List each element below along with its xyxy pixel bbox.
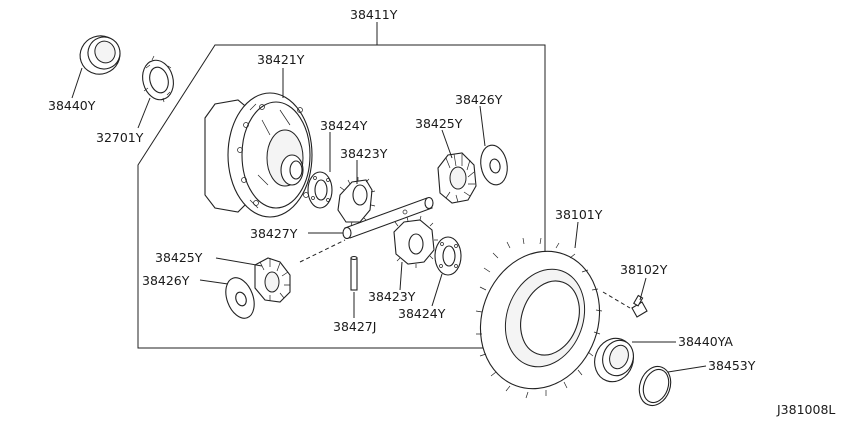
label-38425Y-top: 38425Y [415, 116, 463, 131]
leader-38102Y [639, 277, 647, 301]
leader-38101Y [574, 221, 579, 249]
leader-38425Y-top [441, 129, 453, 159]
label-38411Y: 38411Y [350, 7, 398, 22]
oil-seal-38440YA [594, 337, 634, 383]
centerline-bolt [602, 291, 631, 309]
leader-38424Y-bottom [431, 273, 443, 307]
label-38453Y: 38453Y [708, 358, 756, 373]
thrust-washer-38426Y-left [225, 277, 255, 319]
shim-38453Y [638, 365, 672, 407]
label-38423Y-top: 38423Y [340, 146, 388, 161]
centerline-left [299, 239, 346, 263]
leader-32701Y [137, 97, 151, 129]
label-38425Y-left: 38425Y [155, 250, 203, 265]
lock-pin-38427J [350, 255, 358, 291]
pinion-shaft-38427Y [342, 196, 434, 240]
label-38440YA: 38440YA [678, 334, 733, 349]
pinion-gear-38425Y-top [437, 152, 477, 204]
assembly-outline [137, 44, 546, 349]
label-38421Y: 38421Y [257, 52, 305, 67]
label-38101Y: 38101Y [555, 207, 603, 222]
thrust-washer-38424Y-top [307, 171, 333, 209]
label-38424Y-top: 38424Y [320, 118, 368, 133]
label-32701Y: 32701Y [96, 130, 144, 145]
label-38426Y-top: 38426Y [455, 92, 503, 107]
ring-gear-38101Y [475, 237, 603, 399]
label-38102Y: 38102Y [620, 262, 668, 277]
leader-38453Y [667, 365, 707, 373]
label-38440Y: 38440Y [48, 98, 96, 113]
thrust-washer-38426Y-top [480, 144, 508, 186]
leader-38426Y-left [199, 279, 229, 285]
label-38427Y: 38427Y [250, 226, 298, 241]
oil-seal-38440Y [79, 35, 121, 75]
leader-38425Y-left [215, 257, 263, 267]
label-38427J: 38427J [333, 319, 376, 334]
figure-code: J381008L [776, 402, 835, 417]
label-38423Y-bottom: 38423Y [368, 289, 416, 304]
bolt-38102Y [631, 294, 648, 318]
pinion-gear-38425Y-left [254, 257, 291, 303]
label-38424Y-bottom: 38424Y [398, 306, 446, 321]
leader-38426Y-top [479, 105, 486, 147]
leader-38440Y [71, 67, 83, 99]
differential-case-38421Y [204, 92, 313, 218]
thrust-washer-38424Y-bottom [434, 236, 462, 276]
side-gear-38423Y-bottom [393, 215, 438, 268]
leader-38423Y-bottom [399, 261, 403, 291]
retainer-32701Y [142, 55, 174, 103]
label-38426Y-left: 38426Y [142, 273, 190, 288]
